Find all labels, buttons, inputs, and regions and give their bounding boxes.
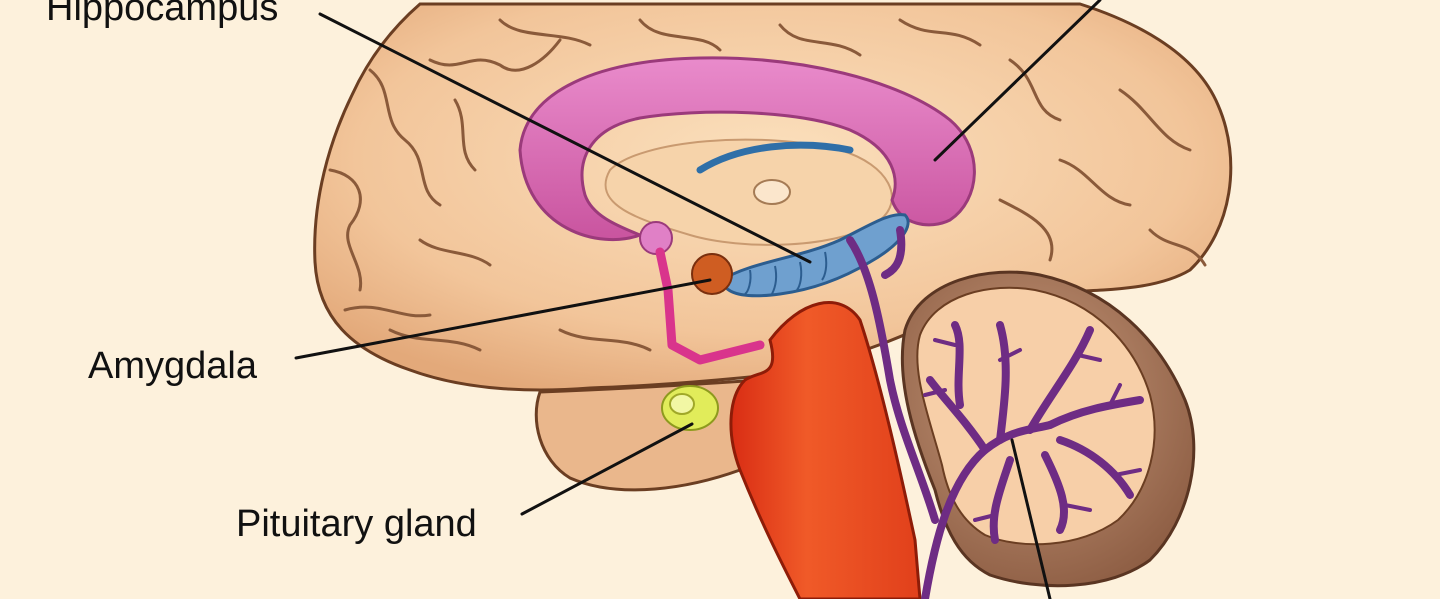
cingulate-leader [933, 0, 1102, 162]
amygdala-leader [294, 278, 712, 360]
pituitary-label: Pituitary gland [236, 503, 477, 545]
hippocampus-label: Hippocampus [46, 0, 279, 29]
amygdala [691, 253, 733, 295]
hippocampus [720, 213, 910, 298]
pituitary-leader [520, 422, 694, 516]
brainstem [729, 301, 922, 599]
cerebellum-leader [1010, 438, 1052, 599]
mammillary-body [639, 221, 673, 255]
hippocampus-ridges [744, 251, 828, 295]
hippocampus-leader [318, 12, 812, 264]
thalamus-oval [753, 179, 791, 205]
cingulate-gyrus [518, 56, 976, 242]
fornix [696, 141, 854, 174]
amygdala-label: Amygdala [88, 345, 257, 387]
arbor-vitae-twigs [923, 338, 1142, 522]
hypothalamic-tract [655, 247, 765, 365]
leader-lines [294, 0, 1102, 599]
temporal-lobe [534, 378, 762, 492]
arbor-vitae [846, 226, 1144, 599]
cortex-sulci [328, 18, 1207, 352]
pituitary-inner [669, 393, 695, 415]
